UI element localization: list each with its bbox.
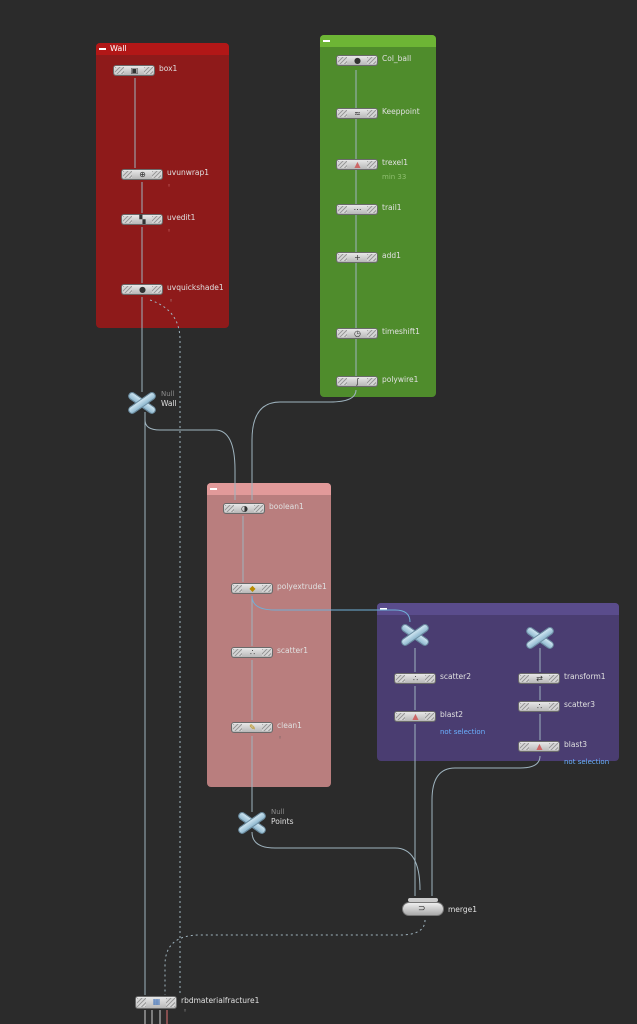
node-label: timeshift1 [382, 327, 420, 336]
node-label: transform1 [564, 672, 606, 681]
node-polyextrude1[interactable]: ◆ polyextrude1 [231, 582, 331, 596]
node-label: scatter2 [440, 672, 471, 681]
node-col-ball[interactable]: ● Col_ball [336, 54, 426, 68]
node-label: rbdmaterialfracture1 [181, 996, 260, 1005]
network-box-nulls-title[interactable] [377, 603, 619, 615]
trail-icon: ⋯ [353, 205, 362, 214]
node-sub-label: not selection [440, 728, 486, 736]
null-points[interactable] [236, 810, 268, 836]
node-merge1[interactable]: ⊃ merge1 [402, 898, 492, 922]
node-label: merge1 [448, 905, 478, 914]
node-blast3[interactable]: ▲ blast3 not selection [518, 740, 618, 766]
node-polywire1[interactable]: ∫ polywire1 [336, 375, 426, 389]
collapse-icon[interactable] [380, 608, 387, 610]
node-label: scatter3 [564, 700, 595, 709]
node-blast2[interactable]: ▲ blast2 not selection [394, 710, 494, 736]
null-wall-name: Wall [161, 399, 177, 408]
null-null1[interactable] [399, 622, 431, 648]
null-points-name: Points [271, 817, 294, 826]
node-label: uvquickshade1 [167, 283, 224, 292]
network-box-boolean-title[interactable] [207, 483, 331, 495]
node-transform1[interactable]: ⇄ transform1 [518, 672, 628, 686]
node-label: Col_ball [382, 54, 412, 63]
node-flag-icon: ◦ [167, 182, 172, 190]
merge-body: ⊃ [402, 902, 444, 916]
network-box-col-ball-title[interactable] [320, 35, 436, 47]
node-trexel1[interactable]: ▲ trexel1 min 33 [336, 158, 426, 181]
extrude-icon: ◆ [249, 584, 256, 593]
node-clean1[interactable]: ✎ clean1 ◦ [231, 721, 321, 742]
node-label: add1 [382, 251, 401, 260]
clock-icon: ◷ [354, 329, 361, 338]
node-uvedit1[interactable]: ▚ uvedit1 ◦ [121, 213, 211, 235]
node-keeppoint[interactable]: ≈ Keeppoint [336, 107, 426, 121]
node-add1[interactable]: + add1 [336, 251, 426, 265]
wave-icon: ≈ [354, 109, 361, 118]
network-box-wall[interactable]: Wall [96, 43, 229, 328]
node-flag-icon: ◦ [167, 227, 172, 235]
node-trail1[interactable]: ⋯ trail1 [336, 203, 426, 217]
node-label: Keeppoint [382, 107, 420, 116]
merge-icon: ⊃ [418, 904, 426, 914]
node-boolean1[interactable]: ◑ boolean1 [223, 502, 323, 516]
transform-icon: ⇄ [536, 674, 543, 683]
broom-icon: ✎ [249, 723, 256, 732]
node-timeshift1[interactable]: ◷ timeshift1 [336, 327, 426, 341]
boolean-icon: ◑ [241, 504, 248, 513]
fracture-icon: ▦ [152, 997, 161, 1006]
null-wall[interactable] [126, 390, 158, 416]
blast-icon: ▲ [536, 742, 543, 751]
add-icon: + [354, 253, 361, 262]
node-scatter1[interactable]: ∴ scatter1 [231, 646, 321, 660]
node-uvunwrap1[interactable]: ⊕ uvunwrap1 ◦ [121, 168, 221, 190]
scatter-icon: ∴ [249, 648, 256, 657]
wire-icon: ∫ [355, 377, 360, 386]
wire-blast3-merge1 [431, 755, 541, 896]
node-box1[interactable]: ▣ box1 [113, 64, 193, 78]
collapse-icon[interactable] [323, 40, 330, 42]
merge-top-bar [408, 898, 438, 902]
sphere-icon: ● [354, 56, 361, 65]
node-label: polyextrude1 [277, 582, 327, 591]
node-label: uvedit1 [167, 213, 196, 222]
sphere-icon: ● [139, 285, 146, 294]
node-flag-icon: ◦ [278, 734, 283, 742]
node-scatter2[interactable]: ∴ scatter2 [394, 672, 484, 686]
globe-icon: ⊕ [139, 170, 146, 179]
node-flag-icon: ◦ [169, 297, 174, 305]
node-label: trail1 [382, 203, 402, 212]
node-label: polywire1 [382, 375, 419, 384]
node-rbdmaterialfracture1[interactable]: ▦ rbdmaterialfracture1 ◦ [135, 996, 275, 1016]
collapse-icon[interactable] [210, 488, 217, 490]
null-wall-type: Null [161, 390, 175, 398]
cone-icon: ▲ [354, 160, 361, 169]
node-label: boolean1 [269, 502, 304, 511]
node-label: blast3 [564, 740, 588, 749]
network-box-wall-label: Wall [110, 44, 127, 53]
null-null2[interactable] [524, 625, 556, 651]
checker-icon: ▚ [139, 215, 146, 224]
node-label: scatter1 [277, 646, 308, 655]
node-uvquickshade1[interactable]: ● uvquickshade1 ◦ [121, 283, 231, 305]
node-flag-icon: ◦ [183, 1007, 188, 1015]
scatter-icon: ∴ [412, 674, 419, 683]
node-sub-label: min 33 [382, 173, 407, 181]
wire-merge1-rbd [164, 919, 426, 995]
node-label: blast2 [440, 710, 464, 719]
collapse-icon[interactable] [99, 48, 106, 50]
cube-icon: ▣ [130, 66, 139, 75]
network-box-wall-title[interactable]: Wall [96, 43, 229, 55]
wire-points-merge1 [251, 831, 421, 891]
node-label: box1 [159, 64, 178, 73]
node-label: uvunwrap1 [167, 168, 210, 177]
node-sub-label: not selection [564, 758, 610, 766]
node-scatter3[interactable]: ∴ scatter3 [518, 700, 608, 714]
scatter-icon: ∴ [536, 702, 543, 711]
node-label: clean1 [277, 721, 302, 730]
blast-icon: ▲ [412, 712, 419, 721]
null-points-type: Null [271, 808, 285, 816]
node-label: trexel1 [382, 158, 409, 167]
network-box-boolean[interactable] [207, 483, 331, 787]
